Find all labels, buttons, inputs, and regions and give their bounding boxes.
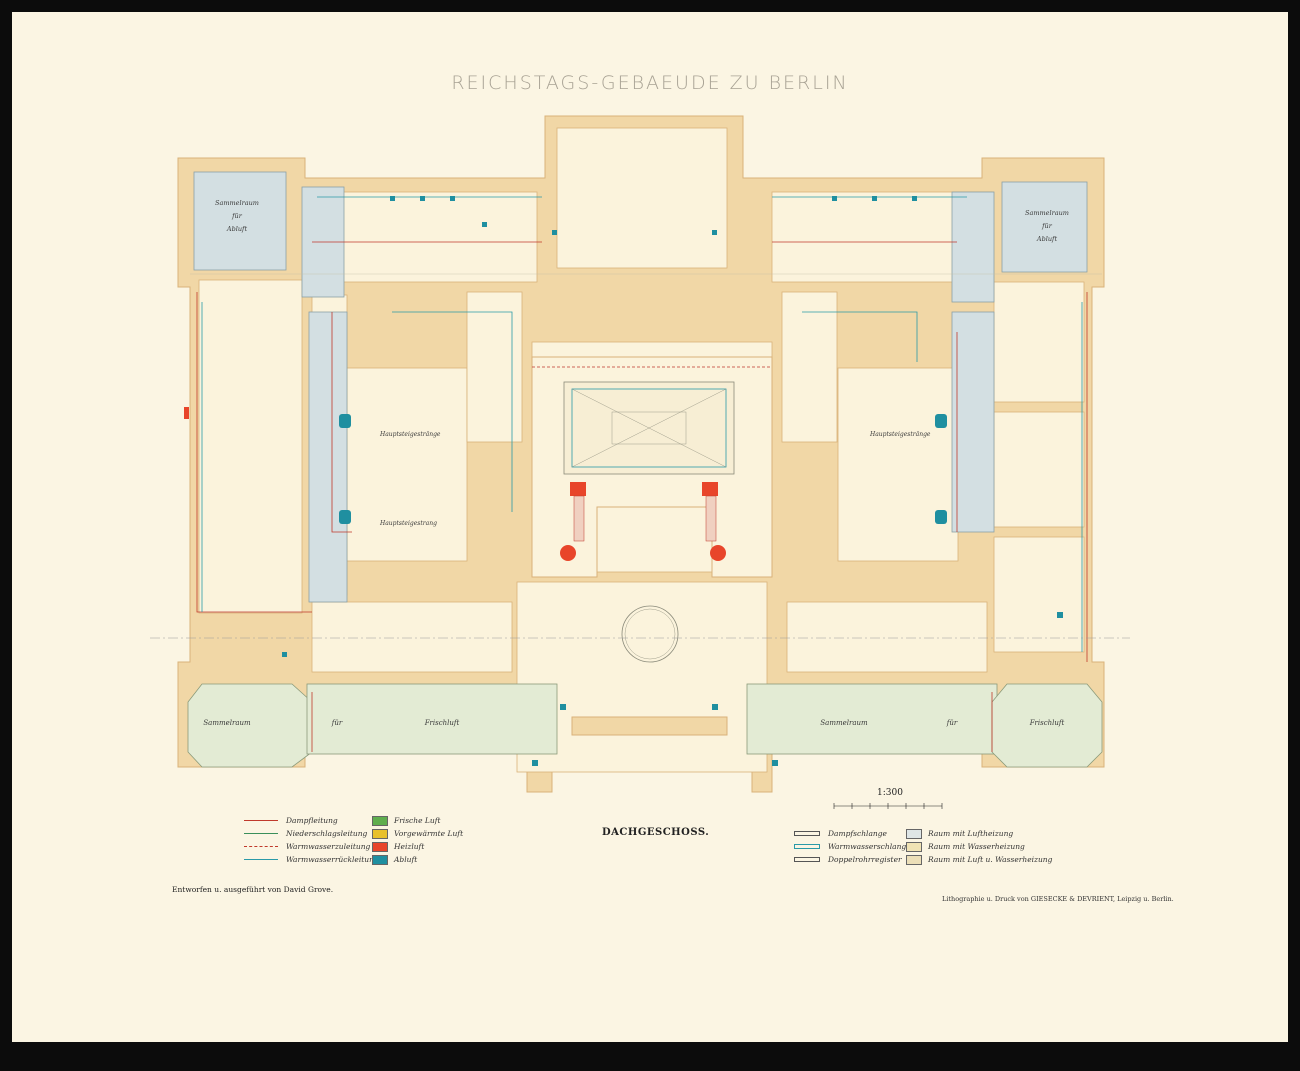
- room-labels: Sammelraum für Abluft Sammelraum für Abl…: [203, 199, 1069, 727]
- legend-air-item: Heizluft: [372, 840, 463, 853]
- legend-room-item-label: Raum mit Luft u. Wasserheizung: [928, 855, 1053, 864]
- legend-air-item-label: Abluft: [394, 855, 418, 864]
- legend-air-swatch: [372, 828, 388, 839]
- legend-air-item-label: Frische Luft: [394, 816, 441, 825]
- legend-room-item: Raum mit Luftheizung: [906, 827, 1052, 840]
- legend-line-item: Niederschlagsleitung: [244, 827, 379, 840]
- label-riser-w1: Hauptsteigestränge: [379, 431, 441, 438]
- drawing-sheet: REICHSTAGS-GEBAEUDE ZU BERLIN: [12, 12, 1288, 1042]
- legend-device-item: Doppelrohrregister: [794, 853, 911, 866]
- label-ne-2: für: [1041, 222, 1053, 230]
- legend-air-item: Frische Luft: [372, 814, 463, 827]
- legend-line-item: Warmwasserrückleitung: [244, 853, 379, 866]
- label-se-3: Frischluft: [1029, 719, 1065, 727]
- label-ne-1: Sammelraum: [1025, 209, 1069, 217]
- legend-line-swatch: [244, 846, 278, 847]
- legend-room-item: Raum mit Wasserheizung: [906, 840, 1052, 853]
- label-riser-e1: Hauptsteigestränge: [869, 431, 931, 438]
- exhaust-collector-rooms: [193, 171, 1088, 603]
- legend-device-item-label: Doppelrohrregister: [828, 855, 902, 864]
- label-sw-3: Frischluft: [424, 719, 460, 727]
- label-sw-2: für: [331, 719, 343, 727]
- legend-device-item-label: Dampfschlange: [828, 829, 887, 838]
- legend-room-swatch: [906, 828, 922, 839]
- label-riser-w2: Hauptsteigestrang: [379, 520, 437, 527]
- label-se-2: für: [946, 719, 958, 727]
- floor-plan: Sammelraum für Abluft Sammelraum für Abl…: [150, 115, 1130, 809]
- legend-air-item-label: Heizluft: [394, 842, 425, 851]
- legend-device-item: Warmwasserschlange: [794, 840, 911, 853]
- legend-air-swatch: [372, 815, 388, 826]
- scale-bar: [833, 803, 943, 809]
- legend-air-item: Abluft: [372, 853, 463, 866]
- legend-device-swatch: [794, 857, 820, 862]
- label-sw-1: Sammelraum: [203, 719, 251, 727]
- legend-line-item: Warmwasserzuleitung: [244, 840, 379, 853]
- legend-line-item-label: Warmwasserzuleitung: [286, 842, 371, 851]
- label-nw-2: für: [231, 212, 243, 220]
- legend-device-swatch: [794, 831, 820, 836]
- legend-device-item-label: Warmwasserschlange: [828, 842, 911, 851]
- label-ne-3: Abluft: [1036, 235, 1058, 243]
- legend-air-swatch: [372, 854, 388, 865]
- legend-line-swatch: [244, 833, 278, 834]
- legend-line-swatch: [244, 859, 278, 860]
- legend-room-item-label: Raum mit Luftheizung: [928, 829, 1014, 838]
- legend-air-item-label: Vorgewärmte Luft: [394, 829, 464, 838]
- legend-room-swatch: [906, 841, 922, 852]
- legend-room-item-label: Raum mit Wasserheizung: [928, 842, 1025, 851]
- label-nw-1: Sammelraum: [215, 199, 259, 207]
- credit-printer: Lithographie u. Druck von GIESECKE & DEV…: [942, 895, 1174, 903]
- scale-label: 1:300: [877, 788, 903, 798]
- legend-room-item: Raum mit Luft u. Wasserheizung: [906, 853, 1052, 866]
- legend-device-swatch: [794, 844, 820, 849]
- return-lines: [201, 196, 1083, 652]
- legend-line-swatch: [244, 820, 278, 821]
- exhaust-vents: [282, 196, 1063, 766]
- legend-line-item-label: Warmwasserrückleitung: [286, 855, 379, 864]
- steam-lines: [196, 241, 1088, 752]
- legend-air-swatch: [372, 841, 388, 852]
- heaters: [184, 407, 726, 561]
- label-nw-3: Abluft: [226, 225, 248, 233]
- legend-device-item: Dampfschlange: [794, 827, 911, 840]
- legend-room-swatch: [906, 854, 922, 865]
- legend-air-item: Vorgewärmte Luft: [372, 827, 463, 840]
- fresh-air-collector-rooms: [187, 683, 1103, 768]
- legend-line-item-label: Dampfleitung: [286, 816, 338, 825]
- legend-line-item-label: Niederschlagsleitung: [286, 829, 368, 838]
- credit-designer: Entworfen u. ausgeführt von David Grove.: [172, 885, 334, 894]
- label-se-1: Sammelraum: [820, 719, 868, 727]
- legend-line-item: Dampfleitung: [244, 814, 379, 827]
- drawing-title: REICHSTAGS-GEBAEUDE ZU BERLIN: [451, 72, 849, 94]
- floor-name: DACHGESCHOSS.: [602, 827, 710, 838]
